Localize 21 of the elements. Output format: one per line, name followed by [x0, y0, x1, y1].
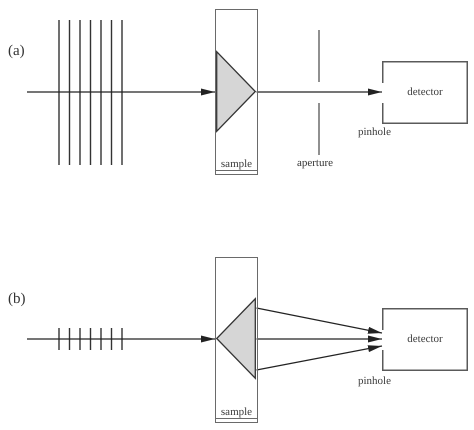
sample-box — [215, 257, 258, 423]
sample-label: sample — [220, 407, 252, 418]
detector-box — [382, 308, 468, 371]
prism-triangle — [216, 51, 256, 132]
arrow — [256, 88, 382, 96]
detector-box — [382, 61, 468, 124]
detector-label: detector — [407, 87, 443, 98]
panel-label: (a) — [8, 43, 25, 60]
aperture-label: aperture — [297, 157, 334, 170]
pinhole-label: pinhole — [358, 126, 391, 138]
pinhole-label: pinhole — [358, 375, 391, 388]
prism-triangle — [216, 298, 256, 379]
arrow — [256, 336, 382, 342]
arrow — [27, 336, 215, 342]
sample-box — [215, 9, 258, 175]
sample-label: sample — [220, 159, 252, 170]
arrow — [27, 88, 215, 96]
arrow — [256, 345, 382, 371]
panel-label: (b) — [8, 291, 26, 308]
detector-label: detector — [407, 334, 443, 345]
arrow — [256, 307, 382, 334]
